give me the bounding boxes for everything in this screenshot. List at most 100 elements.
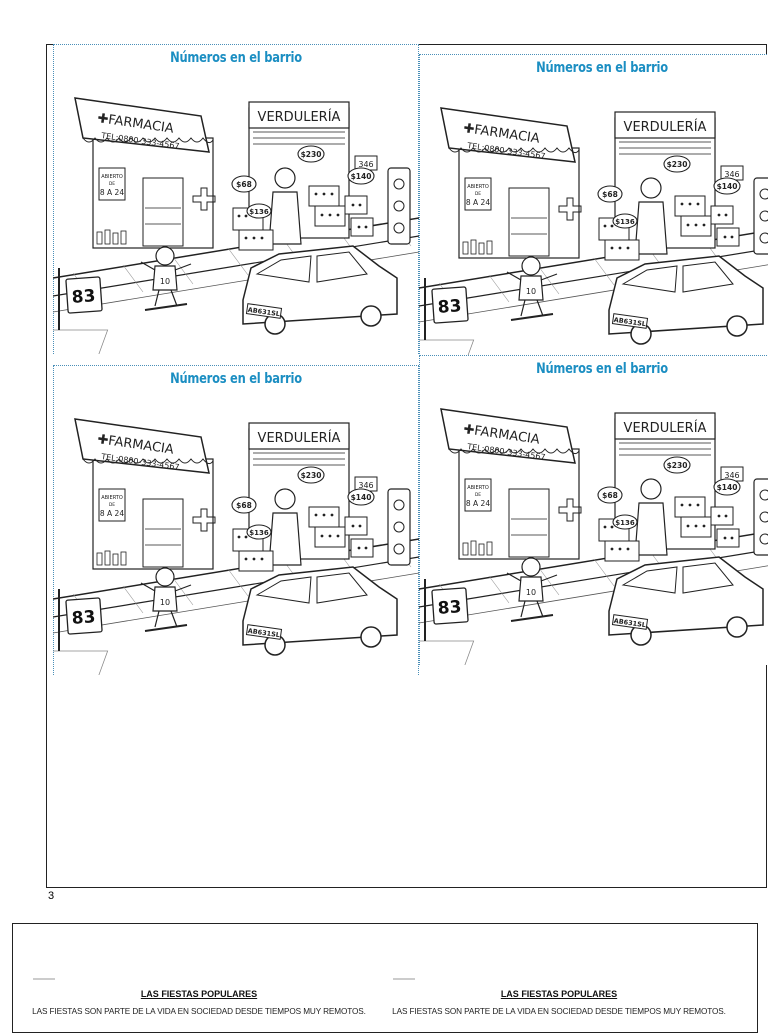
price-tag xyxy=(246,203,272,219)
skateboard-icon xyxy=(144,624,188,632)
greengrocer-sign: VERDULERÍA xyxy=(258,430,341,446)
pharmacy-awning xyxy=(74,418,210,474)
price-label: $230 xyxy=(667,160,688,169)
car-windows xyxy=(621,261,734,293)
shelf-lines xyxy=(145,207,181,225)
child-shirt-number: 10 xyxy=(160,598,170,607)
child-shirt-number: 10 xyxy=(160,277,170,286)
worksheet-card: Números en el barrio ✚FARMACIA TEL:0800-… xyxy=(53,365,419,675)
greengrocer-sign: VERDULERÍA xyxy=(258,109,341,125)
street-number-sign xyxy=(431,587,469,625)
curb-line xyxy=(419,549,768,608)
card-title: Números en el barrio xyxy=(170,50,302,66)
hours-line-2: DE xyxy=(475,492,481,498)
awning-scallop xyxy=(448,448,580,455)
pharmacy-door xyxy=(142,498,184,568)
street-number-sign xyxy=(431,286,469,324)
price-label: $230 xyxy=(667,461,688,470)
hours-line-2: DE xyxy=(109,502,115,508)
license-plate xyxy=(245,624,283,640)
hours-sign xyxy=(98,167,126,201)
grocer-apron xyxy=(634,502,668,556)
price-tag xyxy=(612,213,638,229)
hours-line-1: ABIERTO xyxy=(101,495,123,501)
pharmacy-awning xyxy=(74,97,210,153)
hours-line-3: 8 A 24 xyxy=(100,509,124,518)
child-shirt xyxy=(152,586,178,612)
car-wheel xyxy=(360,626,382,648)
pharmacy-awning xyxy=(440,107,576,163)
child-shirt xyxy=(152,265,178,291)
car-wheel xyxy=(726,315,748,337)
section-heading: LAS FIESTAS POPULARES xyxy=(500,989,618,999)
worksheet-card: Números en el barrio ✚FARMACIA TEL:0800-… xyxy=(53,44,419,354)
shutter-lines xyxy=(619,141,711,155)
child-limbs xyxy=(506,572,558,618)
car-windows xyxy=(255,251,368,283)
pharmacy-awning xyxy=(440,408,576,464)
produce-crates xyxy=(232,185,374,251)
grocer-head xyxy=(274,488,296,510)
price-label: $136 xyxy=(249,529,269,537)
traffic-light-icon xyxy=(753,478,768,556)
car-wheel xyxy=(360,305,382,327)
section-heading: LAS FIESTAS POPULARES xyxy=(140,989,258,999)
car-windows xyxy=(621,562,734,594)
crosswalk-mark xyxy=(53,329,109,354)
license-plate xyxy=(611,614,649,630)
price-label: $140 xyxy=(351,493,372,502)
price-label: $136 xyxy=(615,519,635,527)
child-shirt-number: 10 xyxy=(526,287,536,296)
curb-line xyxy=(53,556,419,618)
hours-sign xyxy=(98,488,126,522)
hours-line-2: DE xyxy=(475,191,481,197)
price-label: $136 xyxy=(249,208,269,216)
grocer-head xyxy=(640,478,662,500)
traffic-light-icon xyxy=(387,167,411,245)
price-tag xyxy=(246,524,272,540)
street-number: 83 xyxy=(71,286,96,308)
street-number: 83 xyxy=(437,597,462,619)
crosswalk-mark xyxy=(53,650,109,675)
greengrocer-sign: VERDULERÍA xyxy=(624,420,707,436)
shelf-lines xyxy=(511,217,547,235)
hours-line-1: ABIERTO xyxy=(101,174,123,180)
neighborhood-illustration: ✚FARMACIA TEL:0800-333-4567 ABIERTO DE 8… xyxy=(419,408,768,665)
card-title: Números en el barrio xyxy=(536,60,668,76)
door-number: 346 xyxy=(724,471,739,480)
price-tag xyxy=(597,185,623,203)
child-head xyxy=(155,567,175,587)
car-wheel xyxy=(726,616,748,638)
worksheet-card: Números en el barrio ✚FARMACIA TEL:0800-… xyxy=(419,54,768,364)
grocer-head xyxy=(640,177,662,199)
shutter-lines xyxy=(253,452,345,466)
price-label: $230 xyxy=(301,471,322,480)
bottles xyxy=(96,229,127,245)
price-tag xyxy=(347,167,375,185)
hours-line-2: DE xyxy=(109,181,115,187)
pharmacy-cross-icon xyxy=(192,508,216,532)
price-label: $140 xyxy=(717,483,738,492)
street-number: 83 xyxy=(71,607,96,629)
price-tag xyxy=(713,478,741,496)
text-column-right: LAS FIESTAS POPULARES LAS FIESTAS SON PA… xyxy=(379,989,739,1016)
bottles xyxy=(96,550,127,566)
pharmacy-door xyxy=(142,177,184,247)
produce-dots xyxy=(603,503,734,551)
faint-mark xyxy=(33,978,55,980)
grocer-head xyxy=(274,167,296,189)
child-shirt-number: 10 xyxy=(526,588,536,597)
price-label: $230 xyxy=(301,150,322,159)
price-label: $136 xyxy=(615,218,635,226)
price-tag xyxy=(297,466,325,484)
produce-dots xyxy=(237,192,368,240)
page-number: 3 xyxy=(48,890,55,902)
car-windows xyxy=(255,572,368,604)
child-shirt xyxy=(518,275,544,301)
greengrocer-sign-board xyxy=(248,101,350,129)
skateboard-icon xyxy=(144,303,188,311)
price-tag xyxy=(612,514,638,530)
door-number: 346 xyxy=(358,481,373,490)
hours-line-3: 8 A 24 xyxy=(100,188,124,197)
neighborhood-illustration: ✚FARMACIA TEL:0800-333-4567 ABIERTO DE 8… xyxy=(419,107,768,364)
